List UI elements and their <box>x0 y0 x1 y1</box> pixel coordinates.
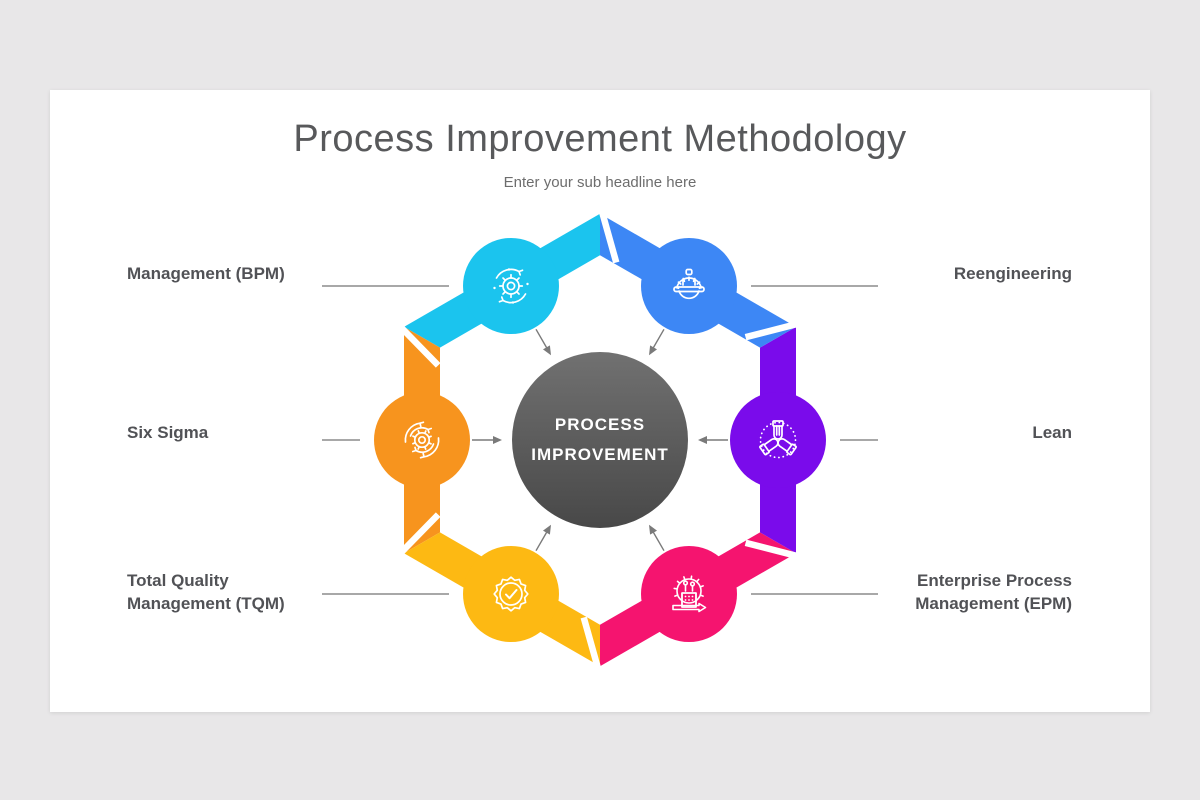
label-epm-line1: Enterprise Process <box>917 571 1072 590</box>
label-tqm-line2: Management (TQM) <box>127 594 285 613</box>
center-arrow-head <box>543 524 551 535</box>
label-epm: Enterprise Process Management (EPM) <box>915 569 1072 615</box>
center-label-line1: PROCESS <box>554 415 646 434</box>
center-arrow-head <box>493 436 502 444</box>
band-fold-gap <box>580 616 603 676</box>
node-circle-epm <box>641 546 737 642</box>
center-arrow-line <box>535 328 549 350</box>
sync-arrows-gear-icon <box>404 421 440 459</box>
band-fold-gap <box>394 320 441 368</box>
label-bpm: Management (BPM) <box>127 262 285 285</box>
center-arrow-line <box>651 328 665 350</box>
label-lean-line1: Lean <box>1032 423 1072 442</box>
label-reengineering: Reengineering <box>954 262 1072 285</box>
label-reengineering-line1: Reengineering <box>953 264 1072 283</box>
label-bpm-line1: Management (BPM) <box>127 264 285 283</box>
page-subtitle: Enter your sub headline here <box>503 174 697 191</box>
label-six-sigma: Six Sigma <box>127 421 208 444</box>
node-circle-bpm <box>463 238 559 334</box>
engineer-helmet-gear-icon <box>673 268 705 300</box>
node-circle-lean <box>730 392 826 488</box>
teamwork-hands-icon <box>759 420 797 459</box>
page-title: Process Improvement Methodology <box>293 118 907 160</box>
center-arrow-head <box>543 345 551 356</box>
node-circle-tqm <box>463 546 559 642</box>
center-arrow-line <box>651 530 665 552</box>
enterprise-building-gear-icon <box>672 575 707 613</box>
node-circle-reengineering <box>641 238 737 334</box>
band-fold-gap <box>744 539 804 561</box>
label-lean: Lean <box>1032 421 1072 444</box>
slide-card: Process Improvement Methodology Enter yo… <box>50 90 1150 712</box>
center-arrow-head <box>649 524 657 535</box>
label-epm-line2: Management (EPM) <box>915 594 1072 613</box>
label-tqm: Total Quality Management (TQM) <box>127 569 285 615</box>
band-fold-gap <box>394 512 441 560</box>
center-arrow-line <box>535 530 549 552</box>
label-six-sigma-line1: Six Sigma <box>127 423 209 442</box>
band-fold-gap <box>597 204 620 264</box>
center-label-line2: IMPROVEMENT <box>531 445 669 464</box>
center-process-improvement-circle: PROCESS IMPROVEMENT <box>512 352 688 528</box>
quality-badge-check-icon <box>493 576 529 612</box>
process-cycle-gear-icon <box>493 268 529 304</box>
band-fold-gap <box>744 319 804 341</box>
center-arrow-head <box>649 345 657 356</box>
label-tqm-line1: Total Quality <box>127 571 229 590</box>
center-arrow-head <box>698 436 707 444</box>
node-circle-six-sigma <box>374 392 470 488</box>
